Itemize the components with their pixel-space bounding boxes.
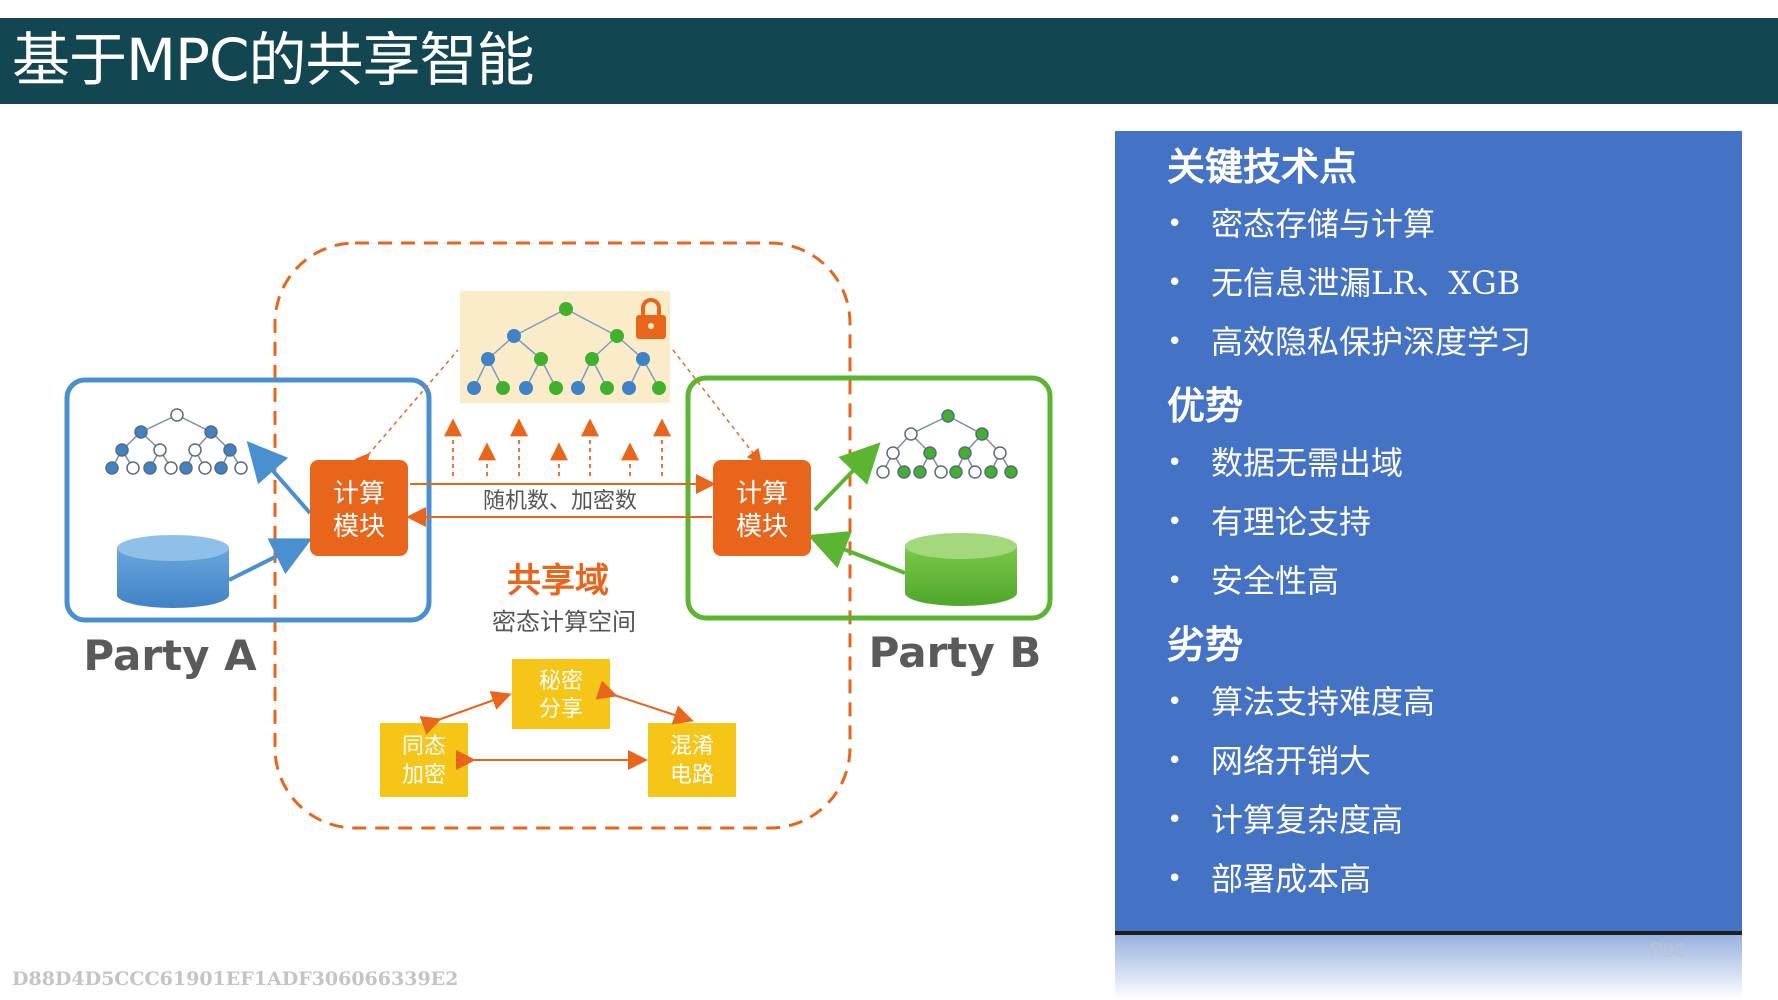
list-item-text: 部署成本高 — [1211, 860, 1372, 898]
compute-module-b-label-1: 计算 — [736, 479, 788, 509]
bullet-icon: • — [1167, 268, 1183, 298]
secret-sharing-label-1: 秘密 — [539, 669, 583, 694]
bullet-icon: • — [1167, 327, 1183, 357]
list-item-text: 计算复杂度高 — [1211, 801, 1404, 839]
list-item: • 网络开销大 — [1167, 732, 1727, 791]
party-b-tree-icon — [882, 415, 1012, 473]
party-b-database-icon — [905, 533, 1017, 606]
exchange-label: 随机数、加密数 — [483, 489, 637, 514]
party-a-data-arrow — [228, 538, 313, 582]
homomorphic-label-2: 加密 — [402, 763, 446, 788]
title-bar: 基于MPC的共享智能 — [0, 18, 1778, 104]
list-item: • 密态存储与计算 — [1167, 195, 1727, 254]
bullet-icon: • — [1167, 864, 1183, 894]
key-tech-list: • 密态存储与计算 • 无信息泄漏LR、XGB • 高效隐私保护深度学习 — [1167, 195, 1727, 372]
section-heading-key-tech: 关键技术点 — [1167, 145, 1358, 189]
shared-domain-title: 共享域 — [507, 561, 609, 601]
party-b-tree-nodes — [876, 409, 1018, 479]
party-a-box — [64, 377, 432, 623]
tree-graph-nodes — [467, 302, 666, 395]
list-item-text: 网络开销大 — [1211, 742, 1372, 780]
list-item: • 无信息泄漏LR、XGB — [1167, 254, 1727, 313]
bullet-icon: • — [1167, 209, 1183, 239]
watermark-text: D88D4D5CCC61901EF1ADF306066339E2 — [12, 968, 459, 990]
bullet-icon: • — [1167, 448, 1183, 478]
advantages-list: • 数据无需出域 • 有理论支持 • 安全性高 — [1167, 434, 1727, 611]
party-a-database-icon — [117, 535, 229, 608]
section-heading-disadvantages: 劣势 — [1167, 623, 1244, 667]
bullet-icon: • — [1167, 746, 1183, 776]
link-secret-homomorphic — [419, 690, 512, 735]
list-item: • 安全性高 — [1167, 552, 1727, 611]
shared-domain-subtitle: 密态计算空间 — [492, 608, 636, 636]
party-a-model-arrow — [246, 440, 312, 515]
garbled-circuit-box — [648, 723, 736, 797]
list-item-text: 数据无需出域 — [1211, 444, 1404, 482]
party-a-tree-nodes — [105, 408, 248, 475]
mpc-diagram: 计算 模块 计算 模块 随机数、加密数 共享域 密态计算空间 秘密 分享 同态 … — [0, 110, 1110, 970]
compute-module-a — [310, 460, 408, 556]
slide-title: 基于MPC的共享智能 — [12, 26, 535, 94]
party-b-model-arrow — [813, 442, 881, 512]
compute-module-b — [713, 460, 811, 556]
list-item-text: 有理论支持 — [1211, 503, 1372, 541]
list-item: • 高效隐私保护深度学习 — [1167, 313, 1727, 372]
homomorphic-label-1: 同态 — [402, 734, 446, 759]
garbled-circuit-label-1: 混淆 — [670, 734, 714, 759]
homomorphic-encryption-box — [380, 723, 468, 797]
list-item-text: 算法支持难度高 — [1211, 683, 1436, 721]
list-item: • 有理论支持 — [1167, 493, 1727, 552]
list-item-text: 无信息泄漏LR、XGB — [1211, 264, 1521, 302]
secret-sharing-label-2: 分享 — [539, 697, 583, 722]
mpc-diagram-svg: 计算 模块 计算 模块 随机数、加密数 共享域 密态计算空间 秘密 分享 同态 … — [64, 241, 1053, 830]
party-b-box — [685, 375, 1053, 621]
party-b-label: Party B — [869, 628, 1042, 677]
party-b-data-arrow — [807, 530, 906, 575]
list-item: • 算法支持难度高 — [1167, 673, 1727, 732]
bullet-icon: • — [1167, 687, 1183, 717]
bullet-icon: • — [1167, 805, 1183, 835]
party-a-tree-icon — [111, 414, 242, 469]
list-item: • 计算复杂度高 — [1167, 791, 1727, 850]
page-number: P96 — [1650, 940, 1686, 962]
panel-reflection — [1115, 935, 1742, 1000]
bullet-icon: • — [1167, 566, 1183, 596]
list-item-text: 密态存储与计算 — [1211, 205, 1436, 243]
model-link-left — [354, 349, 459, 469]
link-secret-garbled — [595, 680, 694, 725]
list-item-text: 安全性高 — [1211, 562, 1340, 600]
shared-domain-boundary — [273, 241, 852, 830]
list-item: • 部署成本高 — [1167, 850, 1727, 909]
key-points-panel: 关键技术点 •密态存储与计算 •无信息泄漏LR、XGB •高效隐私保护深度学习 … — [1115, 131, 1742, 931]
garbled-circuit-label-2: 电路 — [670, 763, 714, 788]
bullet-icon: • — [1167, 507, 1183, 537]
compute-module-b-label-2: 模块 — [736, 512, 788, 542]
section-heading-advantages: 优势 — [1167, 384, 1244, 428]
disadvantages-list: • 算法支持难度高 • 网络开销大 • 计算复杂度高 • 部署成本高 — [1167, 673, 1727, 909]
party-a-label: Party A — [83, 631, 257, 680]
upward-dashed-arrows — [444, 418, 671, 476]
list-item: • 数据无需出域 — [1167, 434, 1727, 493]
lock-icon — [636, 298, 666, 339]
list-item-text: 高效隐私保护深度学习 — [1211, 323, 1532, 361]
secret-sharing-box — [512, 659, 610, 729]
compute-module-a-label-1: 计算 — [333, 479, 385, 509]
compute-module-a-label-2: 模块 — [333, 512, 385, 542]
